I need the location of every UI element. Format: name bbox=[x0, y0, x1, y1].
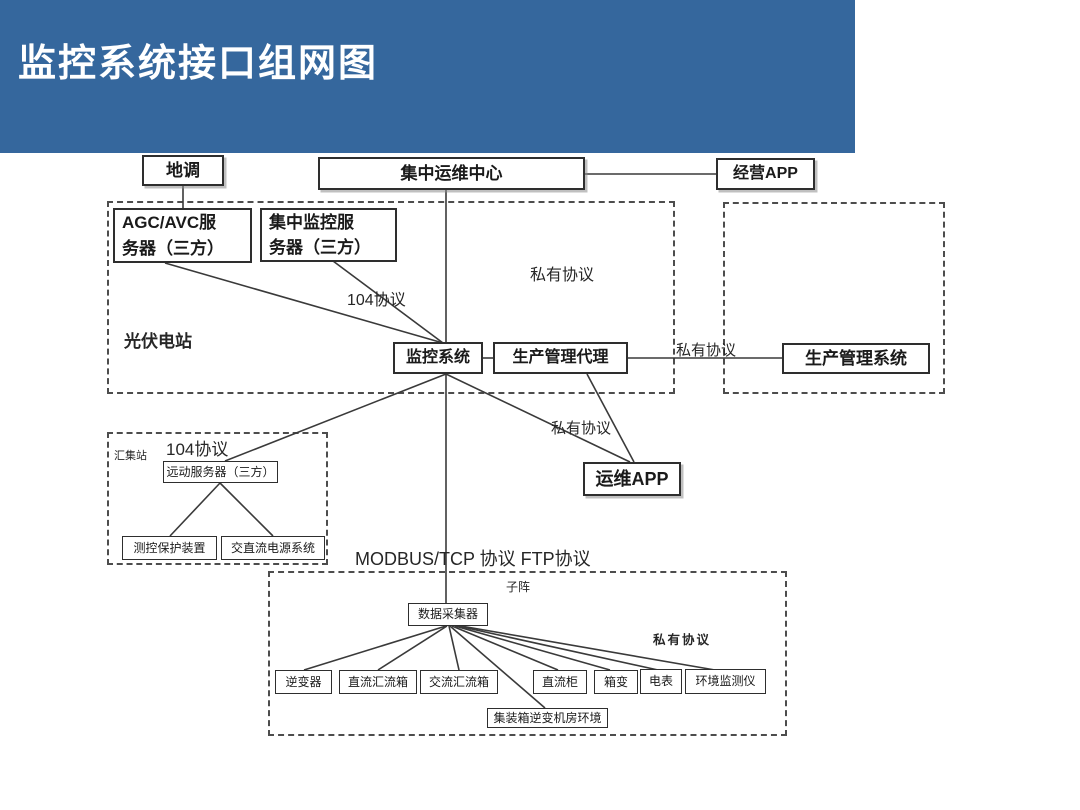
group-pv-station-frame bbox=[107, 201, 675, 394]
node-yunwei-app: 运维APP bbox=[583, 462, 681, 496]
label-modbus-ftp-protocol: MODBUS/TCP 协议 FTP协议 bbox=[355, 549, 591, 569]
edge-cjq-jlhlx bbox=[448, 625, 460, 671]
edge-cjq-xb bbox=[454, 625, 611, 671]
page-title: 监控系统接口组网图 bbox=[18, 43, 379, 85]
node-jingying-app: 经营APP bbox=[716, 158, 815, 190]
label-private-protocol-array: 私有协议 bbox=[653, 633, 712, 647]
node-remote-server: 远动服务器（三方） bbox=[163, 461, 278, 483]
node-yunwei-center: 集中运维中心 bbox=[318, 157, 585, 190]
node-production-mgmt-agent: 生产管理代理 bbox=[493, 342, 628, 374]
edge-cjq-nbq bbox=[303, 625, 447, 671]
node-acdc-power-system: 交直流电源系统 bbox=[221, 536, 325, 560]
node-data-collector: 数据采集器 bbox=[408, 603, 488, 626]
node-dc-cabinet: 直流柜 bbox=[533, 670, 587, 694]
label-104-protocol-top: 104协议 bbox=[347, 292, 406, 309]
node-electric-meter: 电表 bbox=[640, 669, 682, 694]
group-production-system-frame bbox=[723, 202, 945, 394]
label-private-protocol-app: 私有协议 bbox=[551, 420, 612, 437]
edge-jkxt-yd bbox=[224, 373, 447, 462]
edge-jjk-jkxt bbox=[332, 260, 444, 344]
edge-yd-jzldy bbox=[219, 482, 274, 537]
node-box-transformer: 箱变 bbox=[594, 670, 638, 694]
edge-cjq-jzxhj bbox=[449, 625, 546, 709]
label-collection-station: 汇集站 bbox=[114, 450, 147, 462]
node-monitoring-system: 监控系统 bbox=[393, 342, 483, 374]
label-104-protocol-station: 104协议 bbox=[166, 440, 229, 459]
edge-scdl-ywapp bbox=[586, 373, 635, 463]
node-dc-combiner-box: 直流汇流箱 bbox=[339, 670, 417, 694]
node-central-monitor-server: 集中监控服 务器（三方） bbox=[260, 208, 397, 262]
label-sub-array: 子阵 bbox=[506, 580, 531, 594]
label-private-protocol-top: 私有协议 bbox=[530, 267, 595, 284]
edge-cjq-zlg bbox=[451, 625, 559, 671]
edge-agc-jkxt bbox=[164, 262, 444, 344]
edge-yd-ckbh bbox=[169, 482, 221, 537]
node-agc-avc-server: AGC/AVC服 务器（三方） bbox=[113, 208, 252, 263]
group-sub-array-frame bbox=[268, 571, 787, 736]
edge-cjq-db bbox=[457, 625, 659, 671]
node-ac-combiner-box: 交流汇流箱 bbox=[420, 670, 498, 694]
node-production-mgmt-system: 生产管理系统 bbox=[782, 343, 930, 374]
node-container-inverter-room-env: 集装箱逆变机房环境 bbox=[487, 708, 608, 728]
header: 监控系统接口组网图 bbox=[0, 0, 855, 153]
node-env-monitor: 环境监测仪 bbox=[685, 669, 766, 694]
node-inverter: 逆变器 bbox=[275, 670, 332, 694]
node-control-protection: 测控保护装置 bbox=[122, 536, 217, 560]
edge-cjq-hjjc bbox=[460, 625, 716, 671]
node-didiao: 地调 bbox=[142, 155, 224, 186]
label-private-protocol-pm: 私有协议 bbox=[676, 342, 737, 359]
group-collection-station-frame bbox=[107, 432, 328, 565]
label-pv-station: 光伏电站 bbox=[124, 332, 192, 351]
edge-jkxt-ywapp bbox=[445, 373, 631, 463]
edge-cjq-zlhlx bbox=[377, 625, 448, 671]
